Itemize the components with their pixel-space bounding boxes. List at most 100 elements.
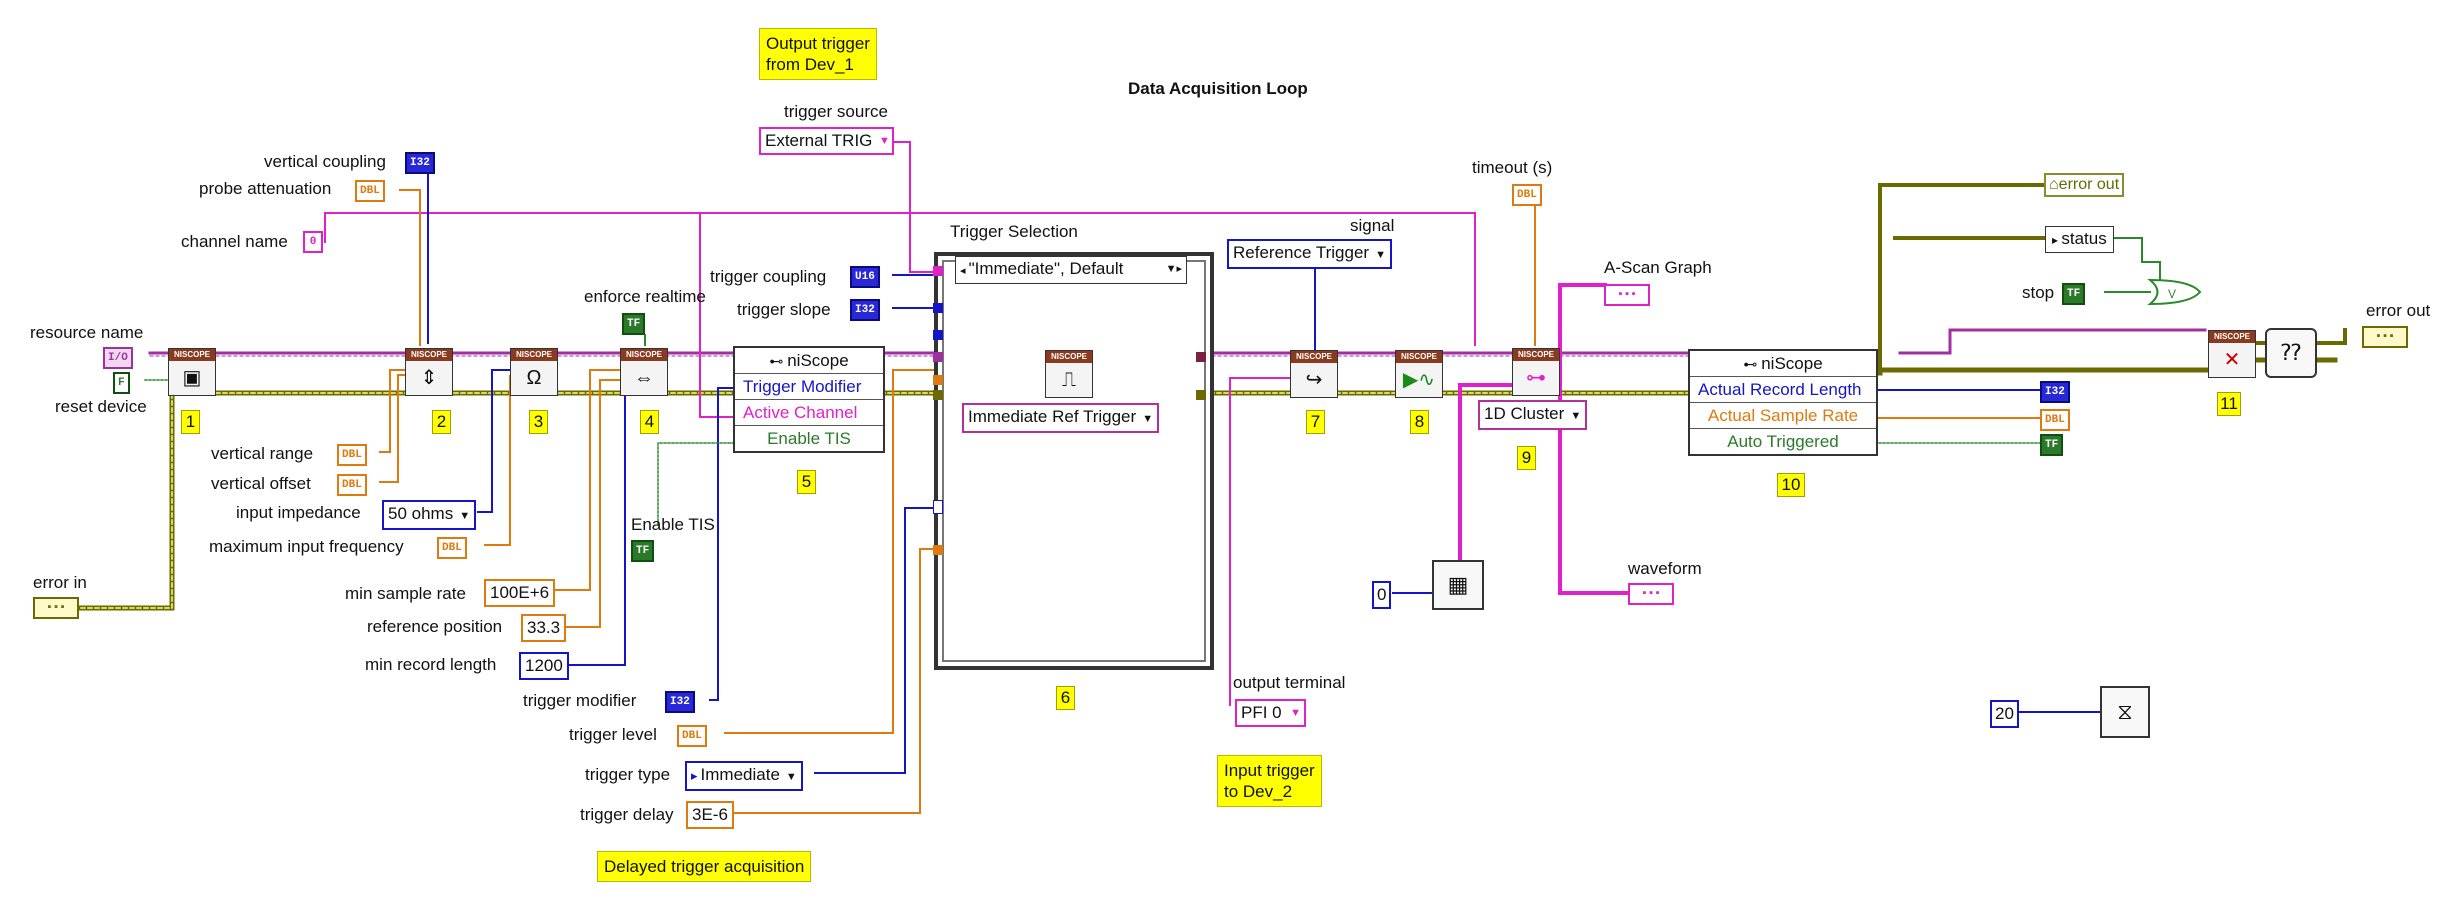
trigger-source-label: trigger source [784, 102, 888, 121]
property-auto-triggered[interactable]: Auto Triggered [1690, 428, 1876, 454]
channel-name-control[interactable]: 0 [303, 231, 323, 253]
trigger-modifier-control[interactable]: I32 [665, 691, 695, 713]
enable-tis-control[interactable]: TF [631, 540, 655, 562]
init-icon: ▣ [182, 367, 202, 389]
property-actual-record-length[interactable]: Actual Record Length [1690, 376, 1876, 402]
step-number-6: 6 [1056, 686, 1075, 710]
vertical-offset-control[interactable]: DBL [337, 474, 367, 496]
step-number-8: 8 [1410, 410, 1429, 434]
signal-control[interactable]: Reference Trigger [1227, 239, 1392, 269]
ref-trigger-selector[interactable]: Immediate Ref Trigger [962, 403, 1160, 433]
run-icon: ▶∿ [1402, 369, 1436, 391]
trigger-type-label: trigger type [585, 765, 671, 784]
or-gate-symbol: V [2168, 287, 2176, 301]
fetch-icon: ⊶ [1526, 367, 1546, 389]
enforce-realtime-control[interactable]: TF [622, 313, 646, 335]
vi-fetch[interactable]: NISCOPE ⊶ [1512, 348, 1560, 396]
step-number-11: 11 [2217, 392, 2241, 416]
vi-initialize[interactable]: NISCOPE▣ [168, 348, 216, 396]
resource-name-control[interactable]: I/O [103, 347, 133, 369]
vi-configure-horizontal[interactable]: NISCOPE ⇔ [620, 348, 668, 396]
horizontal-icon: ⇔ [634, 367, 654, 389]
export-icon: ↪ [1305, 369, 1323, 391]
step-number-5: 5 [797, 470, 816, 494]
case-selector[interactable]: ◂ "Immediate", Default▼▸ [955, 256, 1187, 284]
trigger-slope-control[interactable]: I32 [850, 299, 880, 321]
impedance-icon: Ω [526, 367, 542, 389]
vi-configure-trigger-immediate[interactable]: NISCOPE⎍ [1045, 350, 1093, 398]
output-terminal-label: output terminal [1233, 673, 1346, 692]
property-node-2-title: ⊷ niScope [1743, 354, 1823, 373]
cluster-wire [1458, 383, 1512, 567]
property-actual-sample-rate[interactable]: Actual Sample Rate [1690, 402, 1876, 428]
tunnel-out-session [1196, 352, 1206, 362]
input-impedance-label: input impedance [236, 503, 361, 522]
property-node-1[interactable]: ⊷ niScope Trigger Modifier Active Channe… [733, 346, 885, 453]
vi-header: NISCOPE [621, 349, 667, 361]
enable-tis-wire [657, 442, 734, 526]
vi-header: NISCOPE [1396, 351, 1442, 363]
step-number-2: 2 [432, 410, 451, 434]
trigger-delay-wire [729, 548, 938, 814]
step-number-9: 9 [1517, 446, 1536, 470]
fetch-type-selector[interactable]: 1D Cluster [1478, 400, 1588, 430]
min-record-length-control[interactable]: 1200 [519, 652, 569, 680]
vi-export-signal[interactable]: NISCOPE↪ [1290, 350, 1338, 398]
vertical-coupling-terminal[interactable]: I32 [405, 152, 435, 174]
reference-position-control[interactable]: 33.3 [521, 614, 567, 642]
vi-close[interactable]: NISCOPE✕ [2208, 330, 2256, 378]
impedance-wire [477, 369, 526, 513]
wait-ms-icon[interactable]: ⧖ [2100, 686, 2150, 738]
trigger-type-control[interactable]: Immediate [685, 761, 803, 791]
tunnel-source [933, 266, 943, 276]
tunnel-level [933, 375, 943, 385]
trigger-coupling-control[interactable]: U16 [850, 266, 880, 288]
const-zero[interactable]: 0 [1372, 581, 1392, 609]
trigger-source-control[interactable]: External TRIG▼ [759, 127, 895, 155]
resource-name-label: resource name [30, 323, 144, 342]
trigger-coupling-label: trigger coupling [710, 267, 827, 286]
vertical-range-wire [379, 369, 411, 453]
index-array-icon[interactable]: ▦ [1432, 560, 1484, 610]
ascan-graph-label: A-Scan Graph [1604, 258, 1712, 277]
output-terminal-control[interactable]: PFI 0▼ [1235, 699, 1306, 727]
trigger-level-control[interactable]: DBL [677, 725, 707, 747]
property-node-1-title: ⊷ niScope [769, 351, 849, 370]
vi-initiate-acquisition[interactable]: NISCOPE ▶∿ [1395, 350, 1443, 398]
tunnel-slope [933, 330, 943, 340]
step-number-7: 7 [1306, 410, 1325, 434]
enable-tis-label: Enable TIS [631, 515, 715, 534]
min-record-wire [554, 374, 641, 666]
property-enable-tis[interactable]: Enable TIS [735, 425, 883, 451]
record-length-indicator: I32 [2040, 381, 2070, 403]
min-sample-rate-label: min sample rate [345, 584, 466, 603]
stop-control[interactable]: TF [2062, 283, 2086, 305]
error-in-control[interactable]: ▪▪▪ [33, 597, 79, 619]
vi-header: NISCOPE [1513, 349, 1559, 361]
error-handler-icon[interactable]: ⁇ [2265, 328, 2317, 378]
const-twenty[interactable]: 20 [1990, 700, 2019, 728]
property-active-channel[interactable]: Active Channel [735, 399, 883, 425]
reference-position-label: reference position [367, 617, 503, 636]
max-input-freq-control[interactable]: DBL [437, 537, 467, 559]
ascan-graph-indicator: ▪▪▪ [1604, 284, 1650, 306]
case-structure[interactable] [934, 252, 1214, 670]
vertical-range-control[interactable]: DBL [337, 444, 367, 466]
probe-attenuation-terminal[interactable]: DBL [355, 180, 385, 202]
property-node-2[interactable]: ⊷ niScope Actual Record Length Actual Sa… [1688, 349, 1878, 456]
note-input-trigger: Input trigger to Dev_2 [1217, 755, 1322, 807]
input-impedance-control[interactable]: 50 ohms [382, 500, 477, 530]
status-wire [2114, 237, 2161, 281]
reset-device-control[interactable]: F [113, 372, 130, 394]
property-trigger-modifier[interactable]: Trigger Modifier [735, 373, 883, 399]
vi-configure-vertical[interactable]: NISCOPE⇕ [405, 348, 453, 396]
timeout-control[interactable]: DBL [1512, 184, 1542, 206]
or-gate [2147, 278, 2202, 306]
min-sample-rate-control[interactable]: 100E+6 [484, 579, 556, 607]
tunnel-coupling [933, 303, 943, 313]
channel-name-wire [324, 212, 1476, 346]
output-terminal-wire [1229, 377, 1291, 706]
trigger-delay-control[interactable]: 3E-6 [686, 801, 734, 829]
error-in-label: error in [33, 573, 87, 592]
